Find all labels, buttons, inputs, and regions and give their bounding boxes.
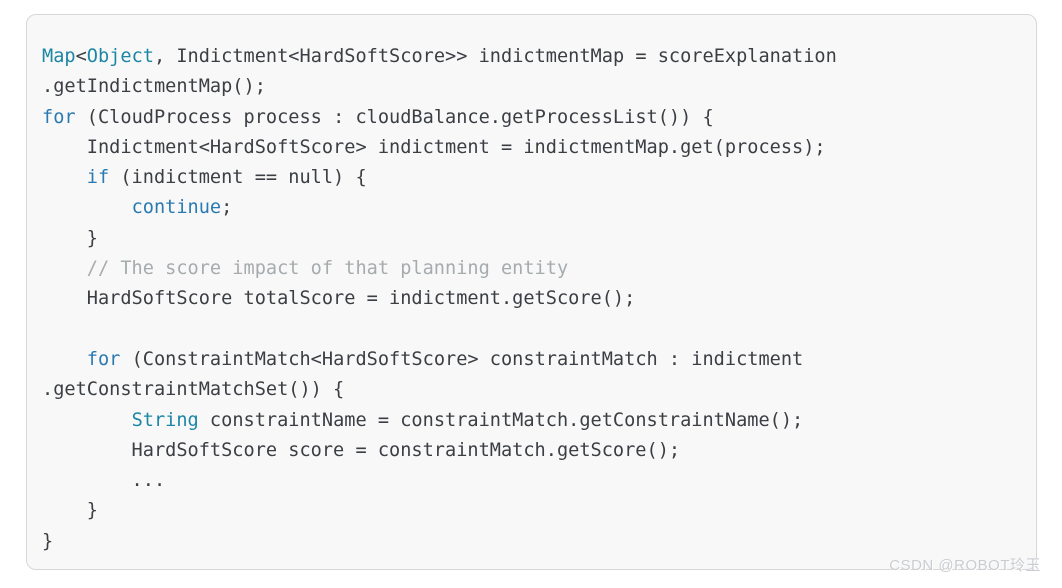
code-line: ... [42,466,1022,496]
code-token-plain: .getConstraintMatchSet()) { [42,379,345,401]
code-token-keyword: for [42,106,76,128]
code-line: for (ConstraintMatch<HardSoftScore> cons… [42,345,1022,375]
code-token-plain: HardSoftScore score = constraintMatch.ge… [42,439,681,461]
code-token-plain: ... [42,470,166,492]
code-token-type: String [131,409,199,431]
code-token-plain: ; [221,197,233,219]
code-token-plain: (indictment == null) { [109,167,367,189]
csdn-watermark: CSDN @ROBOT玲玉 [889,557,1041,574]
code-token-keyword: if [86,167,110,189]
code-token-plain: } [42,500,98,522]
code-token-keyword: for [86,348,121,370]
code-token-plain: < [75,46,87,67]
code-line: String constraintName = constraintMatch.… [42,406,1022,436]
code-line: for (CloudProcess process : cloudBalance… [42,103,1022,133]
code-token-plain [42,167,87,188]
code-token-plain: } [42,227,98,249]
code-line: HardSoftScore totalScore = indictment.ge… [42,284,1022,314]
code-token-plain: HardSoftScore totalScore = indictment.ge… [42,288,636,310]
code-token-plain [42,197,132,218]
code-line: .getConstraintMatchSet()) { [42,375,1022,405]
code-token-type: Map [42,46,76,67]
code-token-plain [42,410,132,431]
code-line: HardSoftScore score = constraintMatch.ge… [42,436,1022,466]
code-line: } [42,527,1022,557]
code-line: .getIndictmentMap(); [42,72,1022,102]
code-token-plain: } [42,530,54,552]
code-token-comment: // The score impact of that planning ent… [42,258,569,280]
code-token-plain: (CloudProcess process : cloudBalance.get… [75,106,714,128]
code-token-plain: Indictment<HardSoftScore> indictment = i… [42,136,826,158]
code-token-plain: , Indictment<HardSoftScore>> indictmentM… [153,46,837,67]
code-line: Map<Object, Indictment<HardSoftScore>> i… [42,42,1022,72]
code-token-type: Object [86,46,154,67]
code-line: // The score impact of that planning ent… [42,254,1022,284]
code-line: if (indictment == null) { [42,163,1022,193]
code-line: } [42,496,1022,526]
code-line [42,315,1022,345]
code-token-plain [42,349,87,370]
code-token-plain: .getIndictmentMap(); [42,76,266,98]
java-code-block: Map<Object, Indictment<HardSoftScore>> i… [26,14,1037,570]
code-line: continue; [42,193,1022,223]
code-token-plain: (ConstraintMatch<HardSoftScore> constrai… [120,348,804,370]
code-line: } [42,224,1022,254]
code-token-plain: constraintName = constraintMatch.getCons… [198,409,804,431]
code-line: Indictment<HardSoftScore> indictment = i… [42,133,1022,163]
code-token-keyword: continue [131,197,222,219]
